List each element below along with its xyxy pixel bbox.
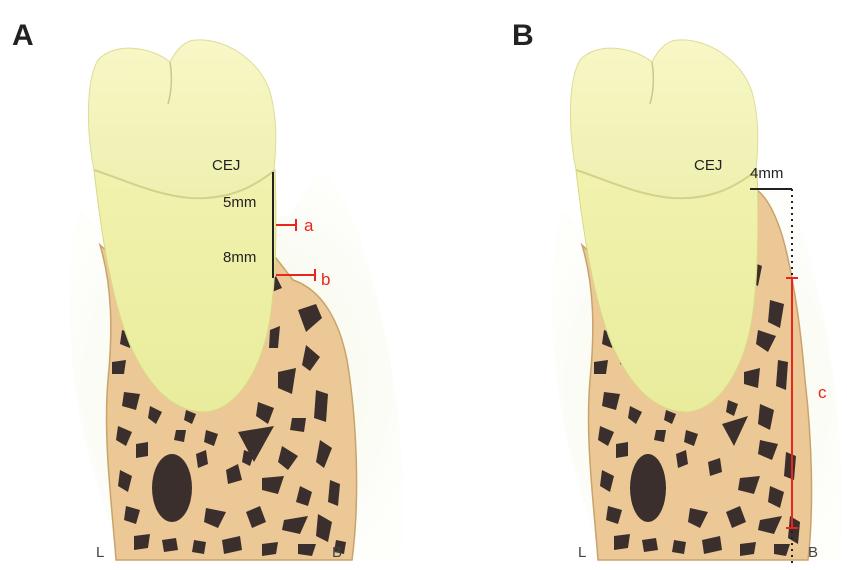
panel-a-measure-5mm: 5mm xyxy=(223,194,256,211)
panel-a-mark-a: a xyxy=(304,216,314,235)
panel-b-crown xyxy=(570,40,757,198)
panel-a: A xyxy=(12,19,403,561)
panel-a-lingual-label: L xyxy=(96,544,104,561)
panel-b-letter: B xyxy=(512,19,534,52)
panel-b: B xyxy=(512,19,842,566)
panel-b-mark-c: c xyxy=(818,383,827,402)
panel-a-crown xyxy=(88,40,275,198)
panel-a-mark-b: b xyxy=(321,270,330,289)
panel-a-cej-label: CEJ xyxy=(212,157,240,174)
panel-a-measure-8mm: 8mm xyxy=(223,249,256,266)
panel-b-cej-label: CEJ xyxy=(694,157,722,174)
panel-b-buccal-label: B xyxy=(808,544,818,561)
panel-b-measure-4mm: 4mm xyxy=(750,165,783,182)
panel-a-letter: A xyxy=(12,19,34,52)
panel-b-lingual-label: L xyxy=(578,544,586,561)
panel-a-buccal-label: B xyxy=(332,544,342,561)
